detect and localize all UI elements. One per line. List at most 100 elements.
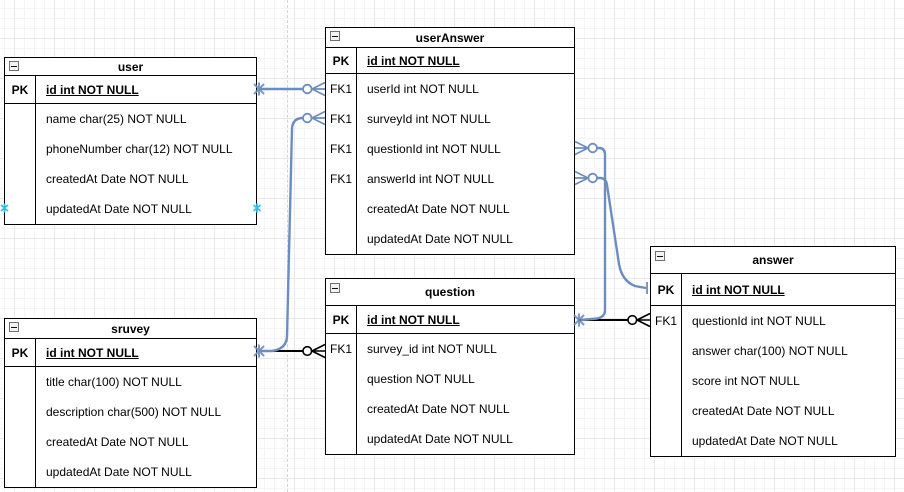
row-key — [326, 364, 357, 394]
zero-circle-marker — [587, 142, 598, 154]
collapse-icon[interactable] — [330, 283, 340, 293]
row-text: questionId int NOT NULL — [692, 314, 826, 328]
row-text: title char(100) NOT NULL — [46, 375, 182, 389]
row-key — [5, 164, 36, 194]
table-title: user — [117, 59, 144, 74]
edge-question-userAnswer[interactable] — [573, 140, 607, 327]
row-text: id int NOT NULL — [46, 82, 139, 97]
zero-circle-marker — [302, 345, 313, 357]
zero-circle-marker — [302, 83, 313, 95]
table-title: userAnswer — [415, 30, 485, 45]
table-title: question — [425, 285, 475, 299]
row-key: FK1 — [326, 164, 357, 194]
table-row[interactable]: createdAt Date NOT NULL — [326, 194, 574, 224]
table-row[interactable]: FK1 surveyId int NOT NULL — [326, 104, 574, 134]
row-key — [5, 427, 36, 457]
table-title: sruvey — [111, 321, 150, 336]
crowfoot-marker — [636, 312, 651, 328]
row-text: id int NOT NULL — [692, 282, 785, 297]
row-key: PK — [5, 339, 36, 366]
entity-table-question[interactable]: question PK id int NOT NULL FK1 survey_i… — [325, 278, 575, 455]
row-text: createdAt Date NOT NULL — [692, 404, 835, 418]
row-key: PK — [651, 274, 682, 305]
edge-sruvey-userAnswer[interactable] — [253, 110, 326, 358]
edge-user-userAnswer[interactable] — [253, 81, 326, 97]
row-key — [5, 367, 36, 397]
minus-icon — [11, 65, 17, 67]
row-text: survey_id int NOT NULL — [367, 342, 497, 356]
collapse-icon[interactable] — [330, 31, 340, 41]
table-row[interactable]: FK1 userId int NOT NULL — [326, 74, 574, 104]
row-text: question NOT NULL — [367, 372, 475, 386]
table-row[interactable]: description char(500) NOT NULL — [5, 397, 256, 427]
row-key: PK — [326, 48, 357, 73]
table-row[interactable]: createdAt Date NOT NULL — [5, 164, 256, 194]
minus-icon — [11, 326, 17, 328]
crowfoot-marker — [574, 140, 589, 156]
table-row[interactable]: FK1 survey_id int NOT NULL — [326, 334, 574, 364]
table-row[interactable]: updatedAt Date NOT NULL — [651, 426, 895, 456]
row-text: createdAt Date NOT NULL — [367, 202, 510, 216]
entity-table-answer[interactable]: answer PK id int NOT NULL FK1 questionId… — [650, 246, 896, 457]
entity-table-sruvey[interactable]: sruvey PK id int NOT NULL title char(100… — [4, 318, 257, 488]
table-row[interactable]: updatedAt Date NOT NULL — [5, 457, 256, 487]
edge-answer-userAnswer[interactable] — [574, 170, 648, 295]
row-key: PK — [326, 306, 357, 333]
row-key — [651, 426, 682, 456]
table-row[interactable]: FK1 answerId int NOT NULL — [326, 164, 574, 194]
row-text: createdAt Date NOT NULL — [46, 172, 189, 186]
table-row[interactable]: PK id int NOT NULL — [5, 76, 256, 104]
row-key — [651, 396, 682, 426]
edge-question-answer[interactable] — [578, 312, 651, 328]
table-row[interactable]: name char(25) NOT NULL — [5, 104, 256, 134]
row-text: name char(25) NOT NULL — [46, 112, 187, 126]
table-row[interactable]: createdAt Date NOT NULL — [651, 396, 895, 426]
edge-sruvey-question[interactable] — [259, 343, 326, 359]
table-row[interactable]: updatedAt Date NOT NULL — [5, 194, 256, 224]
table-row[interactable]: score int NOT NULL — [651, 366, 895, 396]
minus-icon — [332, 287, 338, 289]
collapse-icon[interactable] — [9, 322, 19, 332]
row-key — [326, 424, 357, 454]
row-key — [5, 457, 36, 487]
zero-circle-marker — [302, 112, 313, 124]
table-title: answer — [752, 253, 794, 267]
crowfoot-marker — [311, 343, 326, 359]
row-key — [326, 224, 357, 254]
row-text: userId int NOT NULL — [367, 82, 479, 96]
table-row[interactable]: PK id int NOT NULL — [326, 306, 574, 334]
row-key — [326, 194, 357, 224]
table-row[interactable]: title char(100) NOT NULL — [5, 367, 256, 397]
table-row[interactable]: FK1 questionId int NOT NULL — [326, 134, 574, 164]
table-row[interactable]: createdAt Date NOT NULL — [326, 394, 574, 424]
table-row[interactable]: FK1 questionId int NOT NULL — [651, 306, 895, 336]
row-key — [326, 394, 357, 424]
entity-table-userAnswer[interactable]: userAnswer PK id int NOT NULL FK1 userId… — [325, 27, 575, 255]
table-row[interactable]: PK id int NOT NULL — [326, 48, 574, 74]
table-row[interactable]: question NOT NULL — [326, 364, 574, 394]
table-row[interactable]: answer char(100) NOT NULL — [651, 336, 895, 366]
row-text: id int NOT NULL — [46, 345, 139, 360]
entity-table-user[interactable]: user PK id int NOT NULL name char(25) NO… — [4, 57, 257, 225]
table-row[interactable]: PK id int NOT NULL — [651, 274, 895, 306]
row-key: FK1 — [326, 104, 357, 134]
row-key — [651, 366, 682, 396]
row-key — [651, 336, 682, 366]
row-key — [5, 397, 36, 427]
table-row[interactable]: updatedAt Date NOT NULL — [326, 224, 574, 254]
table-row[interactable]: PK id int NOT NULL — [5, 339, 256, 367]
row-key: FK1 — [651, 306, 682, 336]
row-text: createdAt Date NOT NULL — [46, 435, 189, 449]
minus-icon — [657, 255, 663, 257]
row-key: PK — [5, 76, 36, 103]
table-row[interactable]: phoneNumber char(12) NOT NULL — [5, 134, 256, 164]
collapse-icon[interactable] — [655, 251, 665, 261]
table-row[interactable]: createdAt Date NOT NULL — [5, 427, 256, 457]
crowfoot-marker — [574, 170, 589, 186]
row-key: FK1 — [326, 134, 357, 164]
table-row[interactable]: updatedAt Date NOT NULL — [326, 424, 574, 454]
row-text: phoneNumber char(12) NOT NULL — [46, 142, 233, 156]
row-key — [5, 134, 36, 164]
collapse-icon[interactable] — [9, 61, 19, 71]
